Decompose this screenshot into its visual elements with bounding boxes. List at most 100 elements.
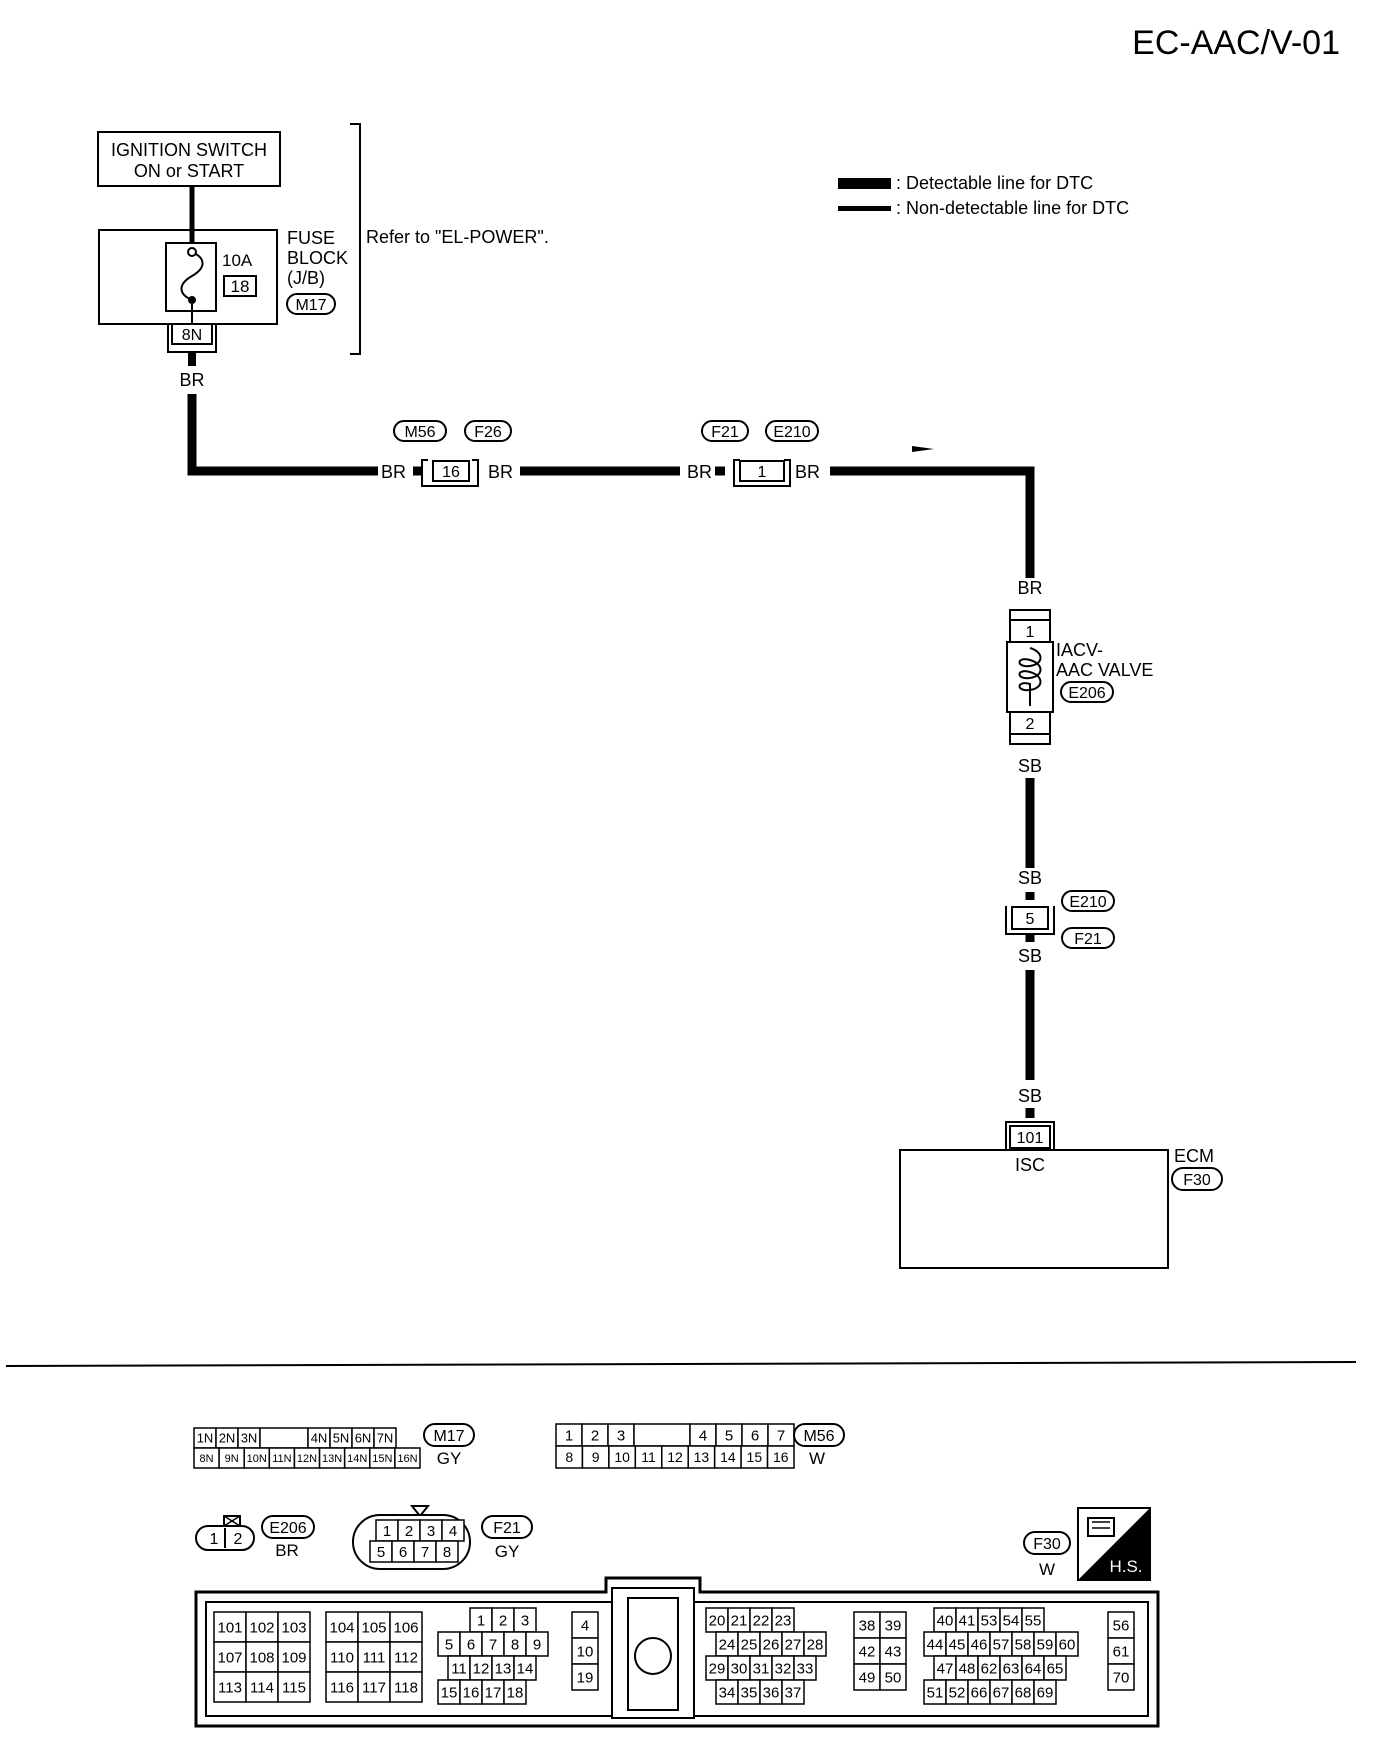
f30-pin-118-cell xyxy=(389,1671,423,1703)
m17-view-color: GY xyxy=(437,1449,462,1468)
m17-pin-11N: 11N xyxy=(272,1453,291,1465)
wire-color-sb-2: SB xyxy=(1018,868,1042,888)
m17-view-id: M17 xyxy=(433,1428,464,1445)
m56-pin-10: 10 xyxy=(614,1449,630,1465)
f30-pin-65: 65 xyxy=(1047,1660,1064,1677)
f30-pin-115-cell xyxy=(277,1671,311,1703)
f30-pin-101-cell xyxy=(213,1611,247,1643)
f30-pin-43-cell xyxy=(879,1637,907,1665)
f30-pin-113: 113 xyxy=(218,1679,242,1696)
e206-pin-1: 1 xyxy=(210,1531,219,1548)
wire-color-br-4: BR xyxy=(687,462,712,482)
f30-pin-56-cell xyxy=(1107,1611,1135,1639)
ignition-switch: IGNITION SWITCH ON or START xyxy=(97,131,281,187)
f21-view-id: F21 xyxy=(493,1520,521,1537)
f30-pin-7: 7 xyxy=(489,1636,497,1653)
f30-pin-28: 28 xyxy=(807,1636,824,1653)
f30-pin-62: 62 xyxy=(981,1660,998,1677)
hs-connector-icon xyxy=(1087,1517,1115,1537)
connector-id-m56: M56 xyxy=(404,424,435,441)
ecm-terminal: 101 xyxy=(1017,1130,1044,1147)
m17-pin-3N: 3N xyxy=(241,1431,258,1446)
legend-detectable-swatch xyxy=(838,178,891,189)
f30-pin-27: 27 xyxy=(785,1636,802,1653)
f30-pin-22: 22 xyxy=(753,1612,770,1629)
sb-wire: SB SB 5 E210 F21 SB SB xyxy=(1005,756,1115,1118)
f30-pin-63: 63 xyxy=(1003,1660,1020,1677)
f30-pin-16: 16 xyxy=(463,1684,480,1701)
m56-pin-2: 2 xyxy=(591,1427,599,1444)
m56-pin-12: 12 xyxy=(667,1449,683,1465)
f30-pin-26: 26 xyxy=(763,1636,780,1653)
fuse-terminal: 8N xyxy=(182,327,202,344)
f30-pin-57: 57 xyxy=(993,1636,1010,1653)
fuse-block: 10A 18 FUSE BLOCK (J/B) M17 8N xyxy=(98,186,348,353)
inline-terminal-16: 16 xyxy=(442,464,460,481)
f30-pin-12: 12 xyxy=(473,1660,490,1677)
f30-pin-67: 67 xyxy=(993,1684,1010,1701)
fuse-block-label3: (J/B) xyxy=(287,268,325,288)
f30-pin-41: 41 xyxy=(959,1612,976,1629)
f30-pin-103: 103 xyxy=(281,1619,306,1636)
m56-pin-9: 9 xyxy=(592,1449,600,1465)
f30-pin-106-cell xyxy=(389,1611,423,1643)
f30-pin-114: 114 xyxy=(250,1679,274,1696)
e206-view-color: BR xyxy=(275,1541,299,1560)
m17-pin-13N: 13N xyxy=(322,1453,342,1465)
inline-terminal-1: 1 xyxy=(758,464,767,481)
f30-pin-44: 44 xyxy=(927,1636,944,1653)
fuse-block-label2: BLOCK xyxy=(287,248,348,268)
connector-id-f26: F26 xyxy=(474,424,502,441)
flow-arrow-icon xyxy=(912,446,934,452)
fuse-symbol xyxy=(180,251,204,301)
f30-pin-110: 110 xyxy=(330,1649,354,1666)
valve-label-line1: IACV- xyxy=(1056,640,1103,660)
f30-pin-30: 30 xyxy=(731,1660,748,1677)
f30-pin-39: 39 xyxy=(885,1617,902,1634)
f30-view-id: F30 xyxy=(1033,1536,1061,1553)
m56-pin-15: 15 xyxy=(747,1449,763,1465)
f30-pin-17: 17 xyxy=(485,1684,502,1701)
ecm-name: ECM xyxy=(1174,1146,1214,1166)
f30-pin-112-cell xyxy=(389,1641,423,1673)
f30-pin-61: 61 xyxy=(1113,1643,1130,1660)
f30-pin-45: 45 xyxy=(949,1636,966,1653)
f30-view-color: W xyxy=(1039,1560,1055,1579)
solenoid-coil-icon xyxy=(1018,647,1042,706)
f30-pin-14: 14 xyxy=(517,1660,534,1677)
f30-pin-101: 101 xyxy=(217,1619,242,1636)
f30-pin-40: 40 xyxy=(937,1612,954,1629)
f21-pin-8-cell xyxy=(435,1540,459,1563)
f30-pin-6: 6 xyxy=(467,1636,475,1653)
m17-pin-4N: 4N xyxy=(311,1431,328,1446)
f30-pin-70: 70 xyxy=(1113,1669,1130,1686)
f30-pin-109: 109 xyxy=(281,1649,306,1666)
m56-pin-8: 8 xyxy=(565,1449,573,1465)
ecm: 101 ISC ECM F30 xyxy=(899,1121,1223,1269)
m17-pin-10N: 10N xyxy=(247,1453,267,1465)
m17-pin-1N: 1N xyxy=(197,1431,214,1446)
m56-id-group: M56 W xyxy=(793,1423,845,1468)
f30-pin-4: 4 xyxy=(581,1617,589,1634)
ecm-terminal-label: ISC xyxy=(1015,1155,1045,1175)
f30-pin-116-cell xyxy=(325,1671,359,1703)
f30-pin-19-cell xyxy=(571,1663,599,1691)
wire-color-sb-1: SB xyxy=(1018,756,1042,776)
f30-pin-23: 23 xyxy=(775,1612,792,1629)
f30-pin-49-cell xyxy=(853,1663,881,1691)
wire-color-br-6: BR xyxy=(1017,578,1042,598)
f30-pin-47: 47 xyxy=(937,1660,954,1677)
f30-pin-69: 69 xyxy=(1037,1684,1054,1701)
f30-pin-25: 25 xyxy=(741,1636,758,1653)
f30-pin-50: 50 xyxy=(885,1669,902,1686)
f30-pin-68: 68 xyxy=(1015,1684,1032,1701)
legend: : Detectable line for DTC : Non-detectab… xyxy=(838,173,1129,218)
f30-pin-70-cell xyxy=(1107,1663,1135,1691)
wire-color-br-5: BR xyxy=(795,462,820,482)
f30-pin-3: 3 xyxy=(521,1612,529,1629)
m17-pin-14N: 14N xyxy=(347,1453,367,1465)
key-slot xyxy=(259,1427,309,1449)
